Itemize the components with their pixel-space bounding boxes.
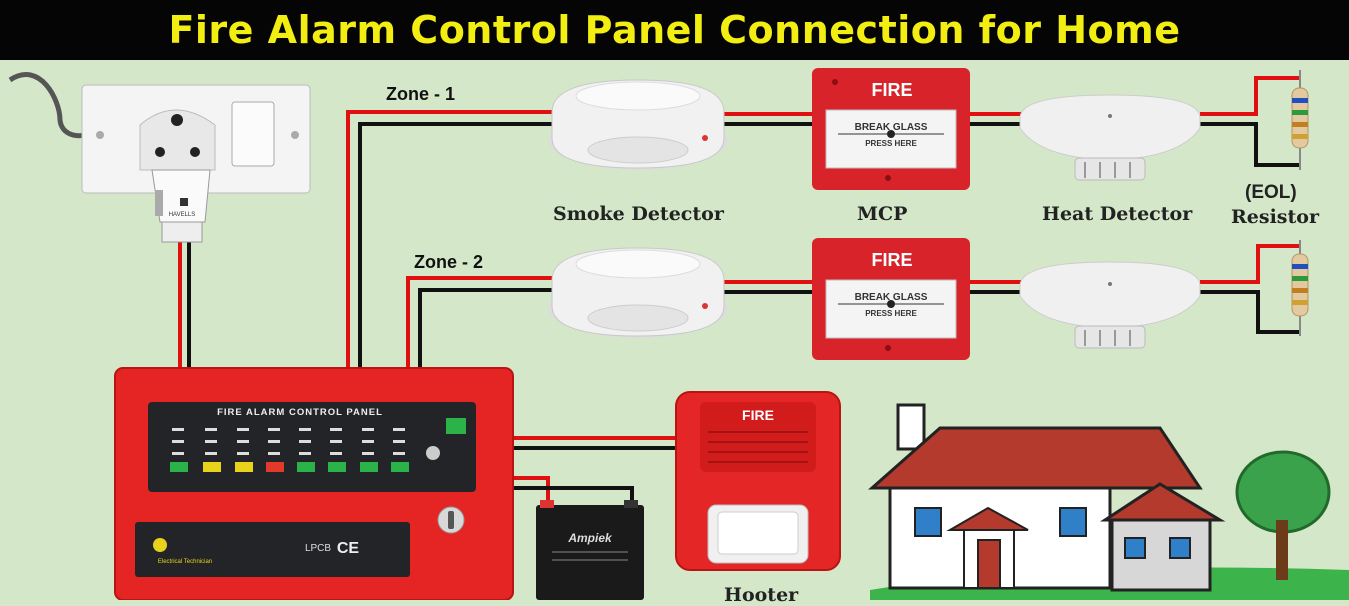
svg-text:FIRE: FIRE bbox=[742, 407, 774, 423]
wiring-diagram: HAVELLS FIRE BREAK GLASS PRESS HERE FIRE… bbox=[8, 68, 1349, 600]
eol-resistor-zone1 bbox=[1291, 70, 1309, 170]
zone1-label: Zone - 1 bbox=[386, 84, 456, 104]
heat-detector-zone1 bbox=[1019, 94, 1201, 181]
hooter: FIRE bbox=[675, 391, 841, 571]
hooter-label: Hooter bbox=[724, 584, 799, 606]
mcp-zone1: FIRE BREAK GLASS PRESS HERE bbox=[812, 68, 970, 190]
heat-detector-zone2 bbox=[1019, 261, 1201, 349]
svg-text:Electrical Technician: Electrical Technician bbox=[158, 559, 212, 565]
mcp-zone2: FIRE BREAK GLASS PRESS HERE bbox=[812, 238, 970, 360]
battery-wire-red bbox=[512, 476, 550, 508]
svg-text:LPCB: LPCB bbox=[305, 543, 331, 554]
eol-resistor-zone2 bbox=[1291, 240, 1309, 336]
zone1-wire-red bbox=[346, 110, 555, 372]
panel-indicators bbox=[170, 418, 466, 472]
page-title: Fire Alarm Control Panel Connection for … bbox=[168, 8, 1181, 52]
svg-text:Ampiek: Ampiek bbox=[567, 531, 613, 545]
svg-text:FIRE: FIRE bbox=[871, 250, 912, 270]
wall-socket bbox=[81, 84, 311, 194]
plug: HAVELLS bbox=[151, 169, 211, 243]
smoke-detector-zone2 bbox=[548, 247, 728, 338]
svg-text:CE: CE bbox=[337, 540, 360, 557]
svg-text:FIRE: FIRE bbox=[871, 80, 912, 100]
svg-text:PRESS HERE: PRESS HERE bbox=[865, 139, 917, 148]
resistor-label: Resistor bbox=[1231, 206, 1319, 228]
zone2-wire-red bbox=[406, 276, 555, 372]
mcp-label: MCP bbox=[857, 203, 908, 225]
battery: Ampiek bbox=[536, 500, 644, 600]
plug-brand: HAVELLS bbox=[169, 212, 196, 218]
smoke-detector-zone1 bbox=[548, 79, 728, 170]
smoke-detector-label: Smoke Detector bbox=[553, 203, 724, 225]
fire-alarm-control-panel: FIRE ALARM CONTROL PANEL LPCB CE El bbox=[114, 367, 514, 600]
house-illustration bbox=[868, 403, 1349, 600]
zone2-wire-black bbox=[418, 288, 555, 372]
svg-text:BREAK GLASS: BREAK GLASS bbox=[855, 292, 928, 303]
svg-text:BREAK GLASS: BREAK GLASS bbox=[855, 122, 928, 133]
zone1-wire-black bbox=[358, 122, 555, 372]
svg-text:PRESS HERE: PRESS HERE bbox=[865, 309, 917, 318]
eol-label: (EOL) bbox=[1245, 182, 1297, 203]
svg-text:FIRE ALARM CONTROL PANEL: FIRE ALARM CONTROL PANEL bbox=[217, 407, 383, 418]
zone2-label: Zone - 2 bbox=[414, 252, 484, 272]
heat-detector-label: Heat Detector bbox=[1042, 203, 1193, 225]
title-bar: Fire Alarm Control Panel Connection for … bbox=[0, 0, 1349, 60]
